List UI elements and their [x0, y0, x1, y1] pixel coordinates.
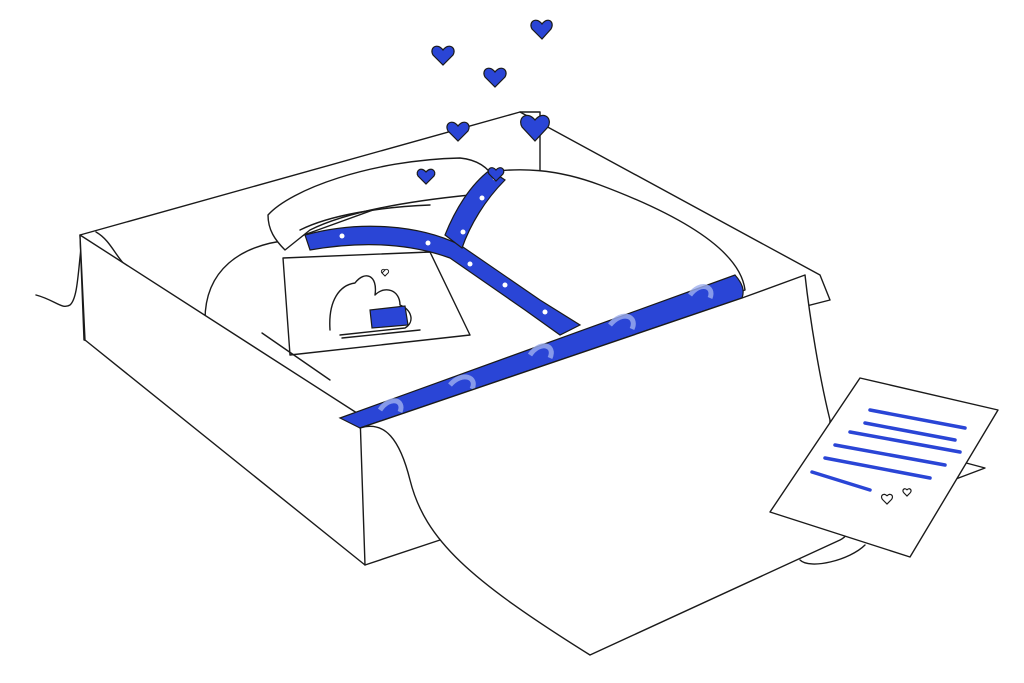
heart-icon [446, 121, 470, 142]
letter-icon [769, 377, 999, 558]
heart-icon [530, 19, 553, 40]
photo-card-icon [282, 251, 471, 356]
heart-icon [416, 168, 436, 185]
fabric-curl-left [35, 239, 83, 307]
heart-icon [483, 67, 507, 88]
ribbon-pattern [377, 284, 714, 413]
floating-hearts [416, 19, 553, 185]
suspender-strap-left [304, 225, 582, 336]
heart-icon [487, 167, 505, 182]
suspender-strap-right [444, 169, 506, 249]
heart-icon [431, 45, 455, 66]
heart-icon [520, 114, 550, 142]
